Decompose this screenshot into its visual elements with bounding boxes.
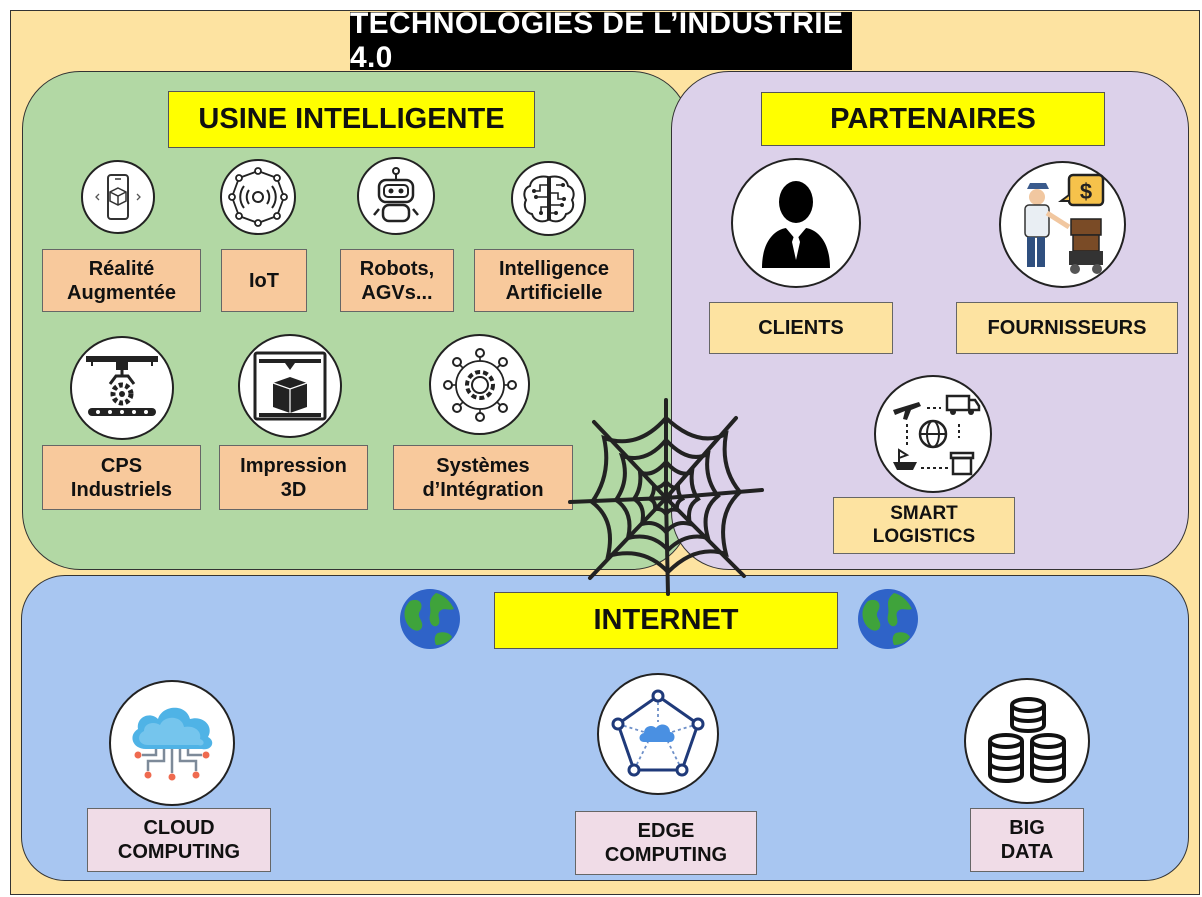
3d-printer-icon [238, 334, 342, 438]
label-cps-industriels: CPS Industriels [42, 445, 201, 510]
robot-icon [357, 157, 435, 235]
edge-computing-icon [597, 673, 719, 795]
label-edge-computing: EDGE COMPUTING [575, 811, 757, 875]
label-intelligence-artificielle: Intelligence Artificielle [474, 249, 634, 312]
usine-heading: USINE INTELLIGENTE [168, 91, 535, 148]
augmented-reality-phone-icon [81, 160, 155, 234]
page-title: TECHNOLOGIES DE L’INDUSTRIE 4.0 [350, 7, 852, 74]
label-cloud-computing: CLOUD COMPUTING [87, 808, 271, 872]
label-clients: CLIENTS [709, 302, 893, 354]
client-businessman-icon [731, 158, 861, 288]
iot-network-icon [220, 159, 296, 235]
partenaires-heading: PARTENAIRES [761, 92, 1105, 146]
spider-web-icon [566, 398, 766, 598]
globe-icon-right [856, 587, 920, 651]
svg-text:$: $ [1079, 179, 1091, 204]
label-smart-logistics: SMART LOGISTICS [833, 497, 1015, 554]
big-data-database-icon [964, 678, 1090, 804]
label-fournisseurs: FOURNISSEURS [956, 302, 1178, 354]
internet-heading: INTERNET [494, 592, 838, 649]
label-systemes-integration: Systèmes d’Intégration [393, 445, 573, 510]
globe-icon-left [398, 587, 462, 651]
cloud-computing-icon [109, 680, 235, 806]
ai-brain-icon [511, 161, 586, 236]
label-iot: IoT [221, 249, 307, 312]
smart-logistics-icon [874, 375, 992, 493]
integration-gear-icon [429, 334, 530, 435]
supplier-delivery-icon: $ [999, 161, 1126, 288]
label-robots-agvs: Robots, AGVs... [340, 249, 454, 312]
robotic-arm-icon [70, 336, 174, 440]
label-realite-augmentee: Réalité Augmentée [42, 249, 201, 312]
label-big-data: BIG DATA [970, 808, 1084, 872]
label-impression-3d: Impression 3D [219, 445, 368, 510]
